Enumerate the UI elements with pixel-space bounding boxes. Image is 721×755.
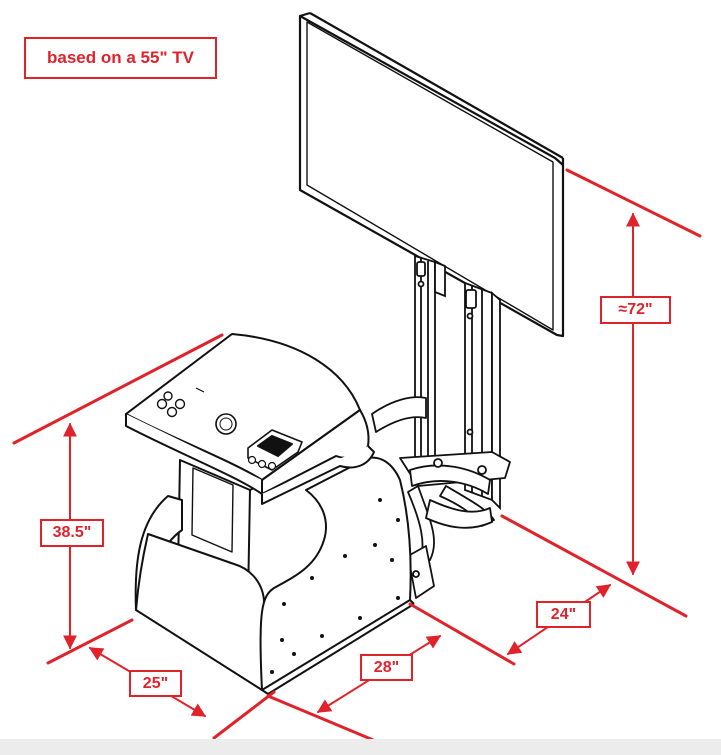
tv-arm-width-label: 24" [536, 601, 591, 628]
cabinet-depth-label: 28" [360, 654, 413, 681]
overall-height-label: ≈72" [600, 296, 671, 324]
base-height-label: 38.5" [40, 519, 104, 547]
kiosk-cabinet [125, 333, 415, 695]
tv-arm-bracket [371, 396, 511, 599]
bottom-band [0, 739, 721, 755]
cabinet-width-label: 25" [129, 670, 182, 697]
tv-size-note: based on a 55" TV [24, 37, 217, 79]
tv-screen [298, 11, 565, 338]
support-posts [414, 254, 501, 511]
